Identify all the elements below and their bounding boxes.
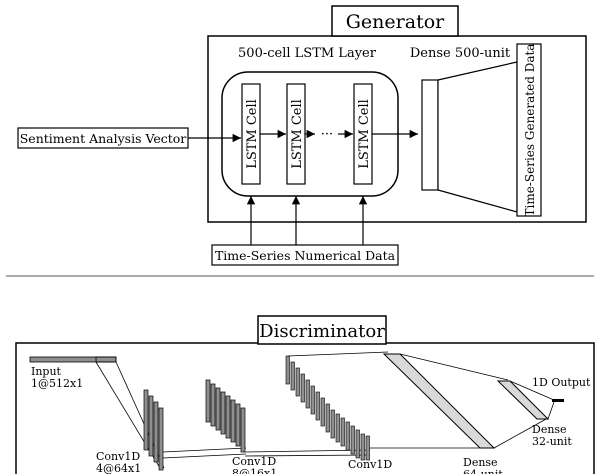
lstm-cell-1: LSTM Cell [241, 83, 261, 185]
input-vector [29, 356, 117, 363]
sentiment-input-label: Sentiment Analysis Vector [20, 131, 187, 146]
timeseries-input-label: Time-Series Numerical Data [215, 248, 396, 263]
timeseries-input-box [211, 244, 399, 266]
generated-data-label: Time-Series Generated Data [523, 44, 537, 217]
connector-line [244, 454, 371, 457]
generated-data-box [516, 43, 542, 217]
input-shape: 1@512x1 [31, 377, 83, 390]
generator-title: Generator [346, 11, 445, 33]
lstm-cell-2: LSTM Cell [286, 83, 306, 185]
connector-line [493, 417, 549, 449]
generator-title-box [331, 5, 459, 37]
connector-line [287, 351, 389, 357]
discriminator-title-box [257, 315, 387, 345]
dense1-layer [382, 353, 496, 449]
dense-input-bar [421, 79, 439, 191]
dense2-units: 32-unit [532, 435, 572, 448]
conv3-filters [285, 355, 370, 461]
lstm-cell-3: LSTM Cell [353, 83, 373, 185]
conv1-filters [143, 389, 164, 471]
dense-label: Dense 500-unit [410, 46, 511, 61]
conv1-shape: 4@64x1 [96, 462, 141, 474]
connector-line [399, 353, 509, 381]
discriminator-section: Discriminator Input 1@512x1 Conv1D 4@64x… [15, 315, 595, 474]
conv1-label: Conv1D [96, 450, 140, 463]
sentiment-input-box [17, 127, 189, 149]
conv2-shape: 8@16x1 [232, 467, 277, 474]
generator-section: Generator 500-cell LSTM Layer Dense 500-… [17, 5, 587, 266]
output-node [552, 399, 564, 402]
output-label: 1D Output [532, 376, 591, 389]
connector-line [244, 449, 371, 453]
input-label: Input [31, 365, 62, 378]
dense2-label: Dense [532, 423, 567, 436]
connector-line [162, 447, 247, 453]
lstm-cell-label: LSTM Cell [290, 99, 305, 169]
connector-line [509, 380, 555, 401]
dense1-units: 64-unit [463, 468, 503, 474]
conv2-filters [205, 379, 246, 453]
input-kernel [95, 356, 117, 363]
conv2-label: Conv1D [232, 455, 276, 468]
lstm-cell-label: LSTM Cell [245, 99, 260, 169]
ellipsis: ··· [321, 127, 333, 142]
conv3-label: Conv1D [348, 458, 392, 471]
connector-line [547, 401, 555, 420]
dense-expansion [437, 61, 518, 213]
lstm-layer-label: 500-cell LSTM Layer [238, 46, 377, 61]
dense1-label: Dense [463, 456, 498, 469]
discriminator-title: Discriminator [259, 321, 385, 342]
lstm-cell-label: LSTM Cell [357, 99, 372, 169]
connector-line [162, 453, 247, 459]
